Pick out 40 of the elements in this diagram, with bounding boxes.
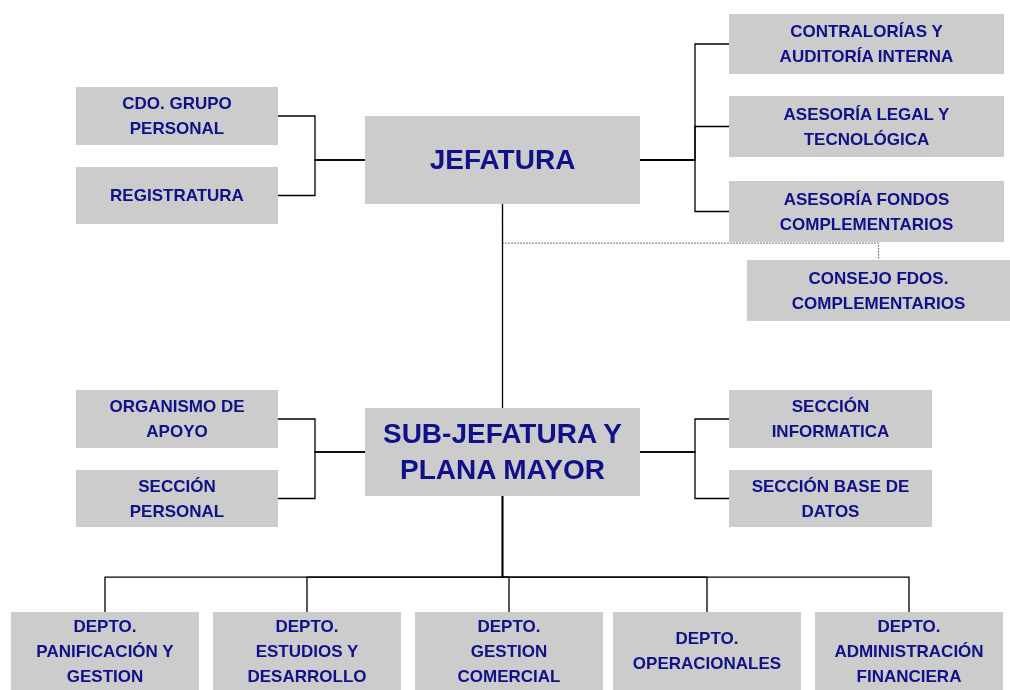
org-unit-box <box>76 167 278 224</box>
org-unit-box <box>76 87 278 145</box>
unit-name: ORGANISMO DE APOYO <box>108 396 246 443</box>
org-unit-box <box>729 14 1004 74</box>
org-unit-box <box>613 612 801 690</box>
unit-name: ASESORÍA FONDOS COMPLEMENTARIOS <box>778 188 955 236</box>
unit-name: SECCIÓN INFORMATICA <box>770 396 891 443</box>
unit-name: SECCIÓN PERSONAL <box>128 475 226 523</box>
org-unit-box <box>747 260 1010 321</box>
unit-name: DEPTO. GESTION COMERCIAL <box>456 615 562 688</box>
unit-name: SUB-JEFATURA Y PLANA MAYOR <box>381 417 624 487</box>
connector-line <box>501 203 504 409</box>
org-unit-box <box>76 390 278 448</box>
connector-line <box>277 451 366 500</box>
org-unit-box <box>729 96 1004 157</box>
unit-name: DEPTO. OPERACIONALES <box>631 628 783 675</box>
org-unit-box <box>213 612 401 690</box>
connector-line <box>277 159 366 197</box>
unit-name: CONSEJO FDOS. COMPLEMENTARIOS <box>790 267 967 315</box>
org-unit-box <box>729 390 932 448</box>
unit-name: DEPTO. ESTUDIOS Y DESARROLLO <box>246 615 368 688</box>
org-unit-box <box>729 181 1004 242</box>
unit-name: ASESORÍA LEGAL Y TECNOLÓGICA <box>782 103 951 151</box>
org-unit-box <box>76 470 278 527</box>
org-unit-box <box>815 612 1003 690</box>
unit-name: DEPTO. ADMINISTRACIÓN FINANCIERA <box>833 615 985 688</box>
connector-line <box>639 159 730 213</box>
unit-name: JEFATURA <box>429 143 576 177</box>
connector-line <box>639 451 730 500</box>
unit-name: REGISTRATURA <box>110 185 244 207</box>
org-unit-box <box>415 612 603 690</box>
unit-name: DEPTO. PANIFICACIÓN Y GESTION <box>35 615 175 688</box>
unit-name: CONTRALORÍAS Y AUDITORÍA INTERNA <box>778 21 955 68</box>
unit-name: CDO. GRUPO PERSONAL <box>121 93 233 140</box>
org-unit-box <box>365 408 640 496</box>
org-unit-box <box>729 470 932 527</box>
unit-name: SECCIÓN BASE DE DATOS <box>750 475 911 523</box>
connector-line <box>501 495 910 613</box>
org-unit-box <box>365 116 640 204</box>
org-unit-box <box>11 612 199 690</box>
